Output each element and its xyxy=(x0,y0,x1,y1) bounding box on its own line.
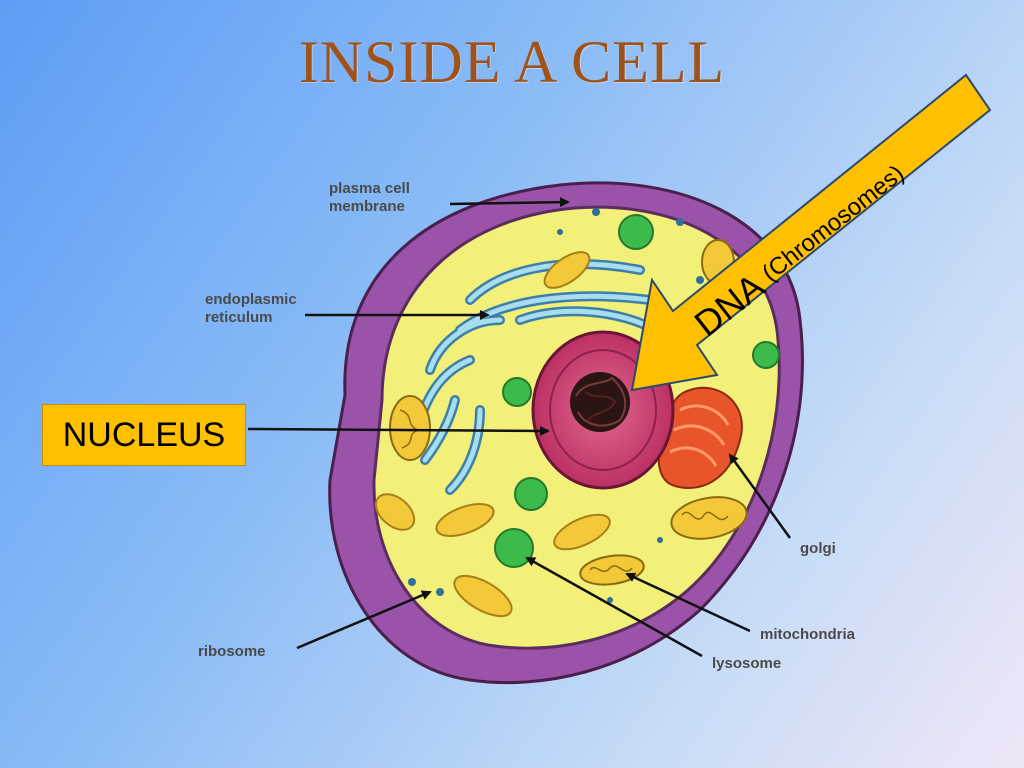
label-arrows xyxy=(247,197,792,658)
arrow-mitochondria xyxy=(625,572,751,633)
arrow-nucleus xyxy=(247,425,550,436)
endoplasmic-reticulum-light xyxy=(417,261,658,493)
golgi-label: golgi xyxy=(800,540,836,557)
arrow-plasma-membrane xyxy=(449,197,570,208)
er-label-line2: reticulum xyxy=(205,309,273,326)
nucleus-label: NUCLEUS xyxy=(62,415,226,454)
er-label: endoplasmic reticulum xyxy=(205,291,297,327)
lysosomes xyxy=(494,214,780,568)
chromosomes-label: (Chromosomes) xyxy=(757,160,909,287)
mitochondria-label: mitochondria xyxy=(760,626,856,643)
arrow-ribosome xyxy=(296,590,432,650)
arrow-golgi xyxy=(728,453,792,539)
plasma-membrane-label-line1: plasma cell xyxy=(329,180,410,197)
ribosome-label: ribosome xyxy=(198,643,266,660)
ribosomes xyxy=(408,208,704,603)
arrow-lysosome xyxy=(525,556,703,658)
plasma-membrane-label: plasma cell membrane xyxy=(329,180,410,216)
vesicles xyxy=(374,251,611,618)
nucleus-label-box: NUCLEUS xyxy=(42,404,246,466)
plasma-membrane-label-line2: membrane xyxy=(329,198,405,215)
lysosome-label: lysosome xyxy=(712,655,782,672)
er-label-line1: endoplasmic xyxy=(205,291,297,308)
page-title: INSIDE A CELL xyxy=(298,29,726,95)
